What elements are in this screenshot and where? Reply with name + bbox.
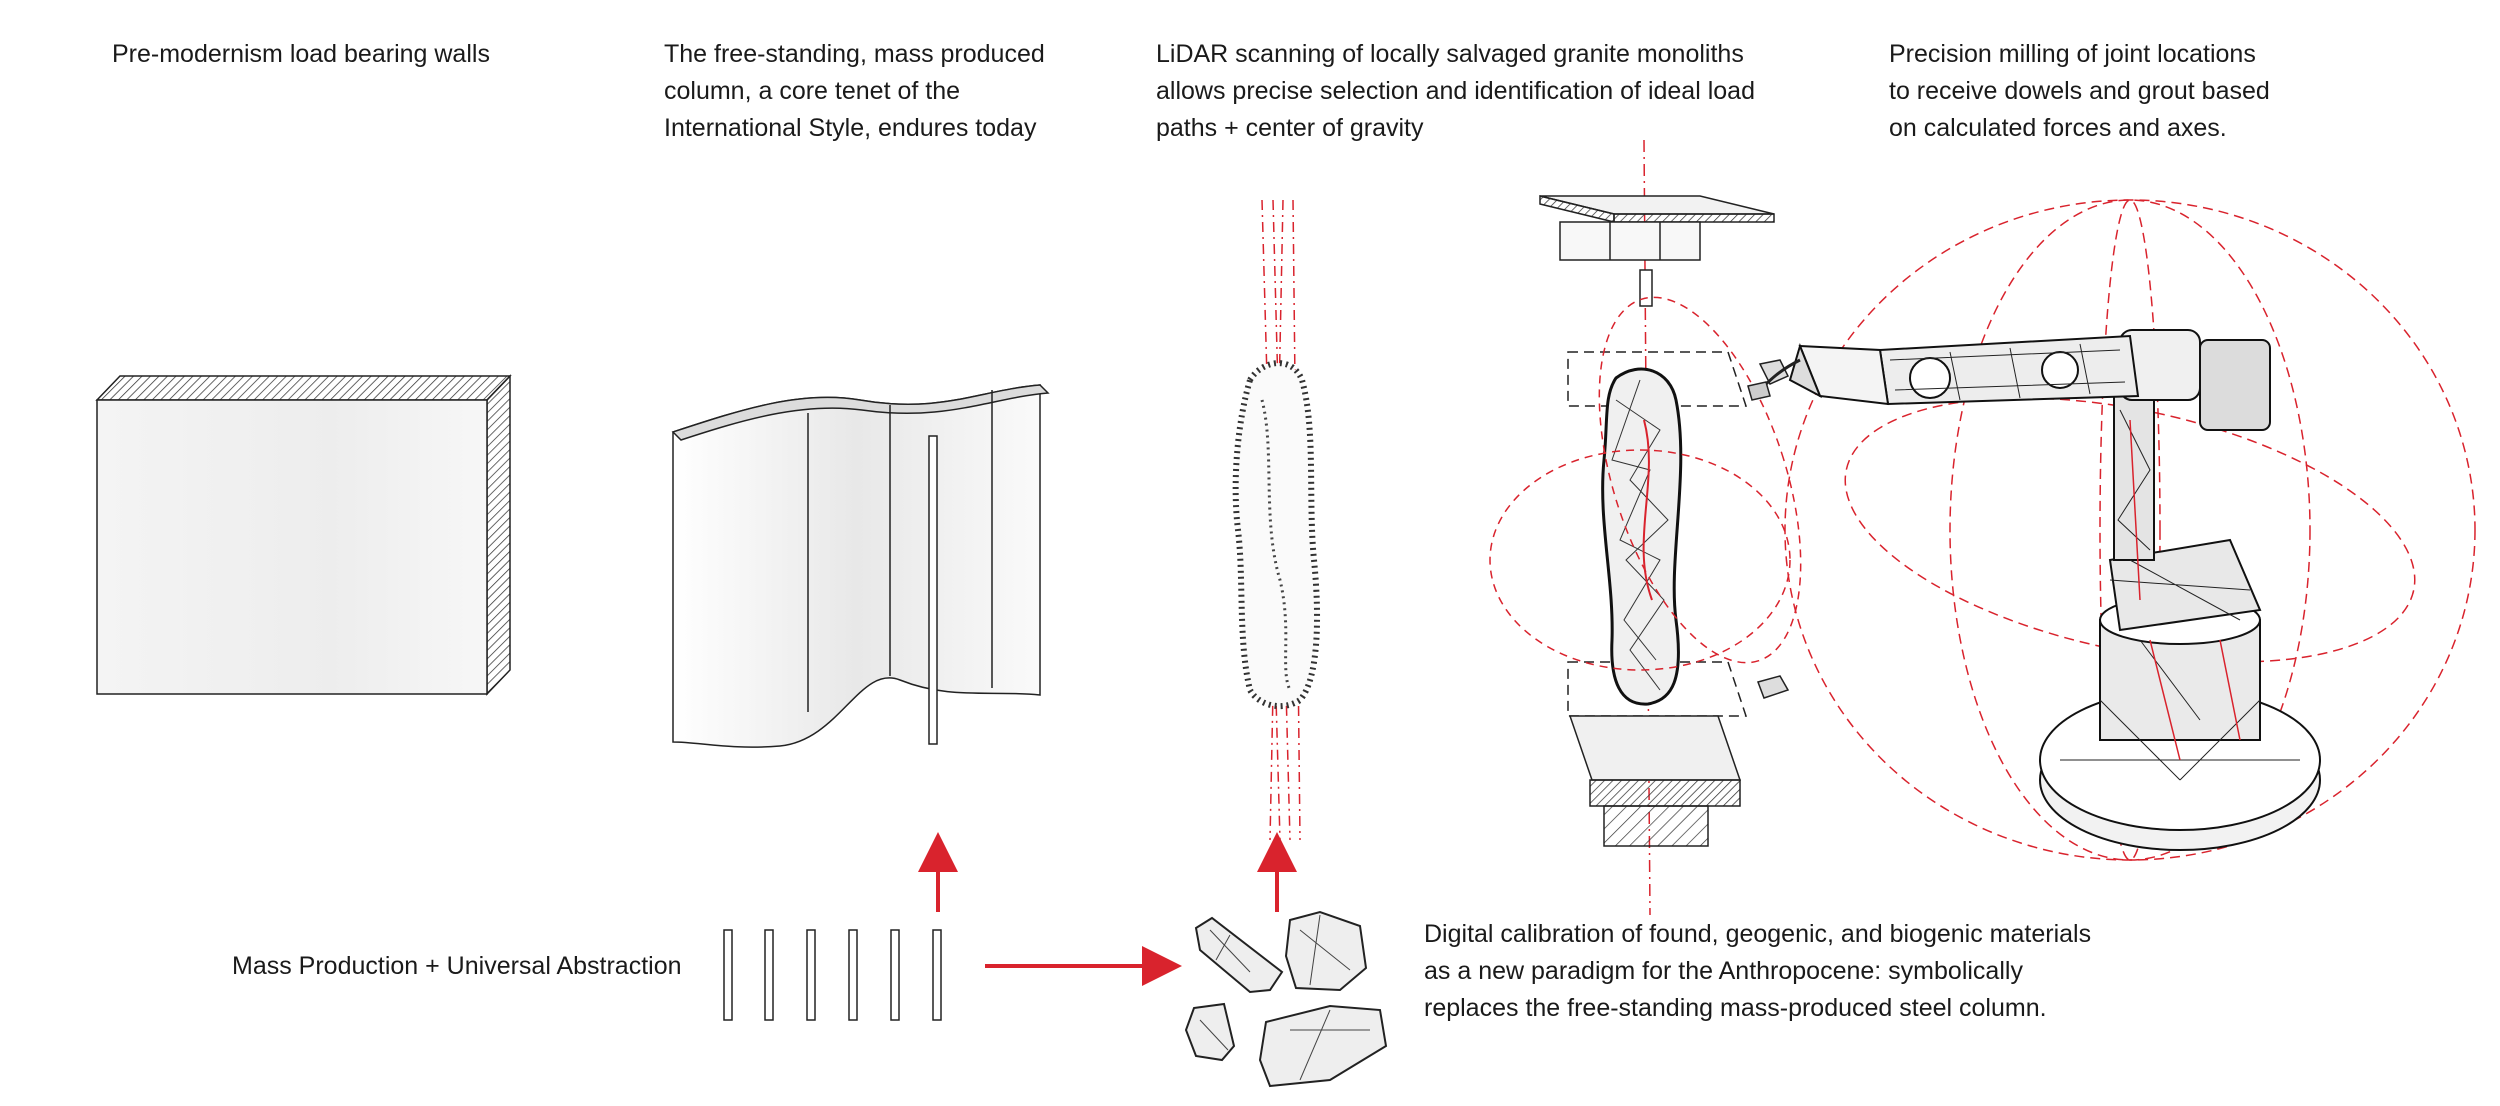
caption-load-bearing-walls: Pre-modernism load bearing walls [112, 40, 490, 68]
caption-line: column, a core tenet of the [664, 77, 961, 105]
mass-produced-columns [723, 929, 942, 1021]
robotic-arm [1747, 199, 2476, 861]
caption-line: LiDAR scanning of locally salvaged grani… [1156, 40, 1744, 68]
mini-column [932, 929, 942, 1021]
caption-line: Precision milling of joint locations [1889, 40, 2256, 68]
stone [1184, 1002, 1236, 1062]
mini-column [848, 929, 858, 1021]
caption-line: replaces the free-standing mass-produced… [1424, 994, 2047, 1022]
mini-column [890, 929, 900, 1021]
exploded-assembly [1489, 139, 1802, 916]
caption-precision-milling: Precision milling of joint locations to … [1889, 36, 2270, 147]
table-top [1539, 195, 1775, 307]
mini-column [723, 929, 733, 1021]
caption-mass-production: Mass Production + Universal Abstraction [232, 952, 682, 980]
found-stones [1184, 910, 1388, 1088]
plinth-base [1568, 715, 1742, 847]
stone [1194, 916, 1284, 994]
caption-line: as a new paradigm for the Anthropocene: … [1424, 957, 2023, 985]
caption-line: International Style, endures today [664, 114, 1037, 142]
red-arrows [918, 832, 1297, 986]
caption-free-standing-column: The free-standing, mass produced column,… [664, 36, 1045, 147]
caption-line: on calculated forces and axes. [1889, 114, 2227, 142]
lidar-scanned-monolith [1232, 199, 1321, 841]
stone [1258, 1004, 1388, 1088]
caption-lidar-scanning: LiDAR scanning of locally salvaged grani… [1156, 36, 1755, 147]
caption-digital-calibration: Digital calibration of found, geogenic, … [1424, 916, 2091, 1027]
mini-column [806, 929, 816, 1021]
caption-line: paths + center of gravity [1156, 114, 1424, 142]
mini-column [764, 929, 774, 1021]
curved-wall-with-column [671, 384, 1050, 748]
load-bearing-wall-block [95, 374, 512, 696]
caption-line: The free-standing, mass produced [664, 40, 1045, 68]
caption-line: allows precise selection and identificat… [1156, 77, 1755, 105]
caption-line: Digital calibration of found, geogenic, … [1424, 920, 2092, 948]
caption-line: to receive dowels and grout based [1889, 77, 2270, 105]
